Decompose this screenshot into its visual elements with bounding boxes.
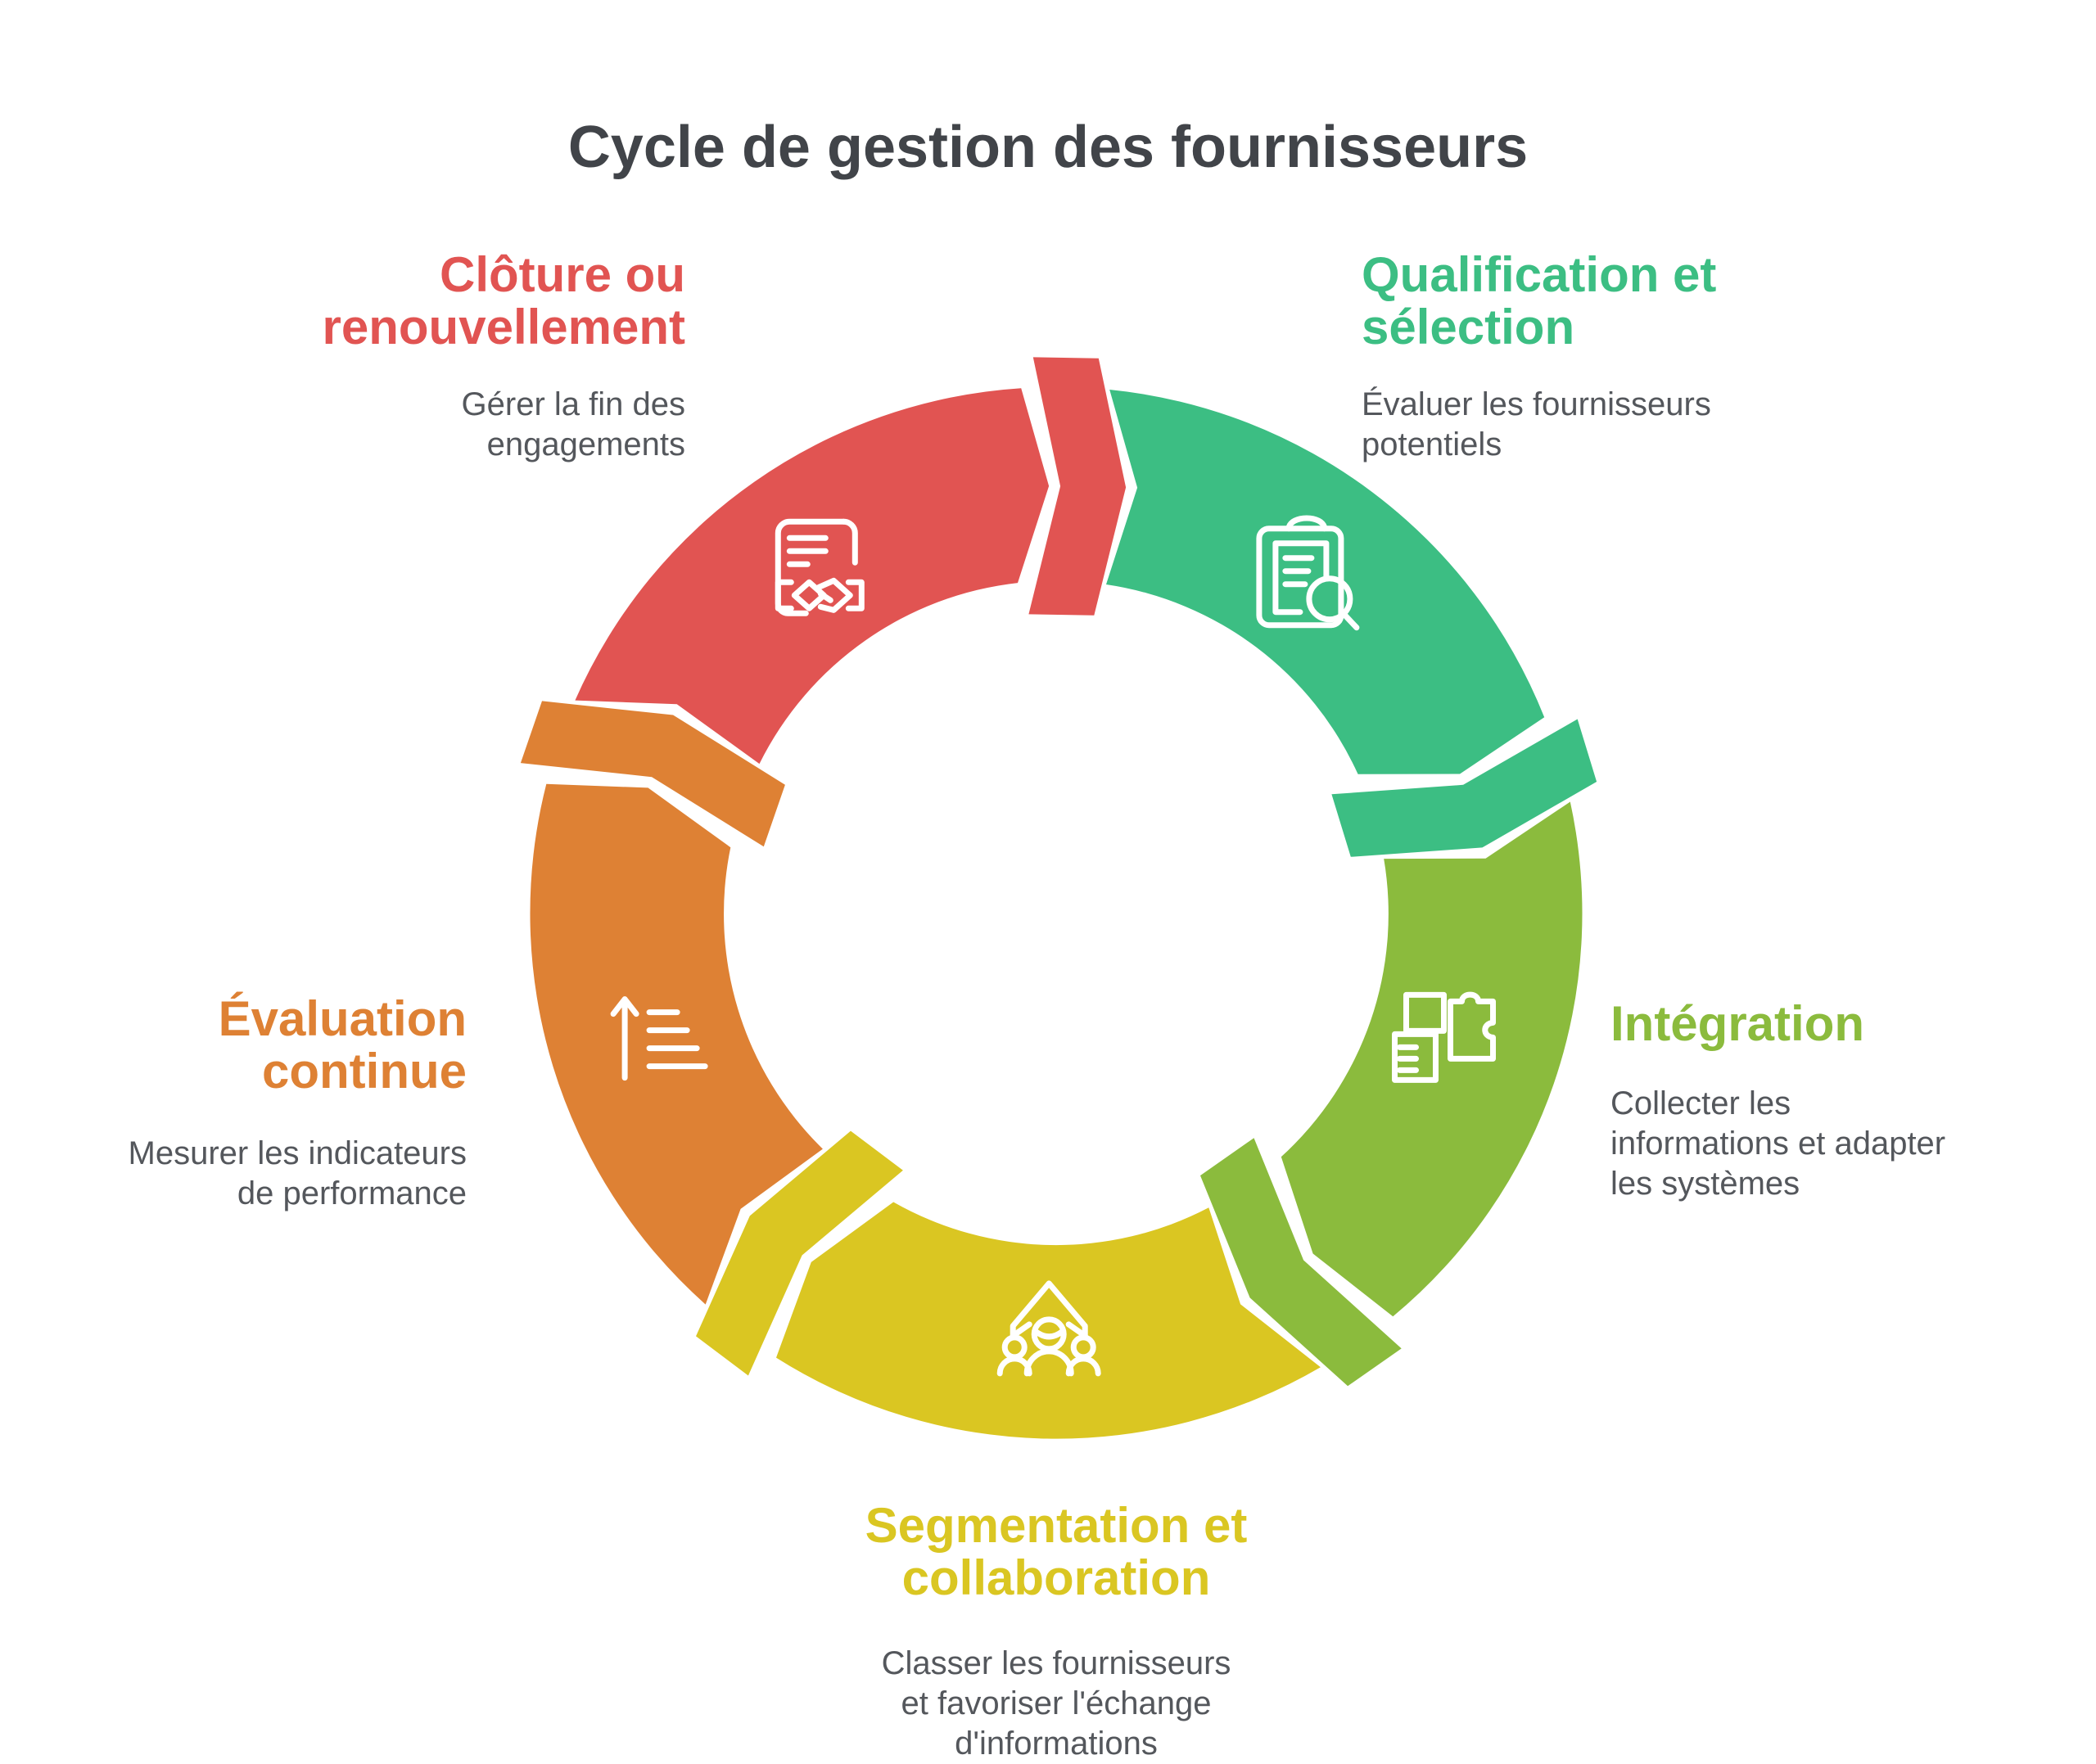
desc-line: et favoriser l'échange [901,1685,1212,1721]
segment-chevron-evaluation [520,701,785,847]
segment-arc-evaluation [530,783,823,1305]
segment-chevron-segmentation [696,1130,903,1376]
label-line: Clôture ou [440,247,685,302]
segment-desc-evaluation: Mesurer les indicateurs de performance [129,1134,468,1214]
label-line: Évaluation [218,991,467,1046]
segment-desc-qualification: Évaluer les fournisseurs potentiels [1362,385,1711,465]
performance-chart-icon [610,996,708,1081]
desc-line: d'informations [955,1726,1158,1762]
segment-arc-qualification [1106,390,1545,774]
page-title: Cycle de gestion des fournisseurs [567,115,1529,180]
puzzle-icon [1392,991,1496,1083]
desc-line: potentiels [1362,426,1502,462]
label-line: collaboration [901,1550,1211,1605]
desc-line: Mesurer les indicateurs [128,1135,468,1171]
segment-label-integration: Intégration [1610,998,1864,1050]
label-line: sélection [1362,300,1575,354]
segment-arc-cloture [575,388,1050,765]
desc-line: Collecter les [1610,1085,1791,1121]
segment-desc-integration: Collecter les informations et adapter les … [1610,1084,1945,1204]
desc-line: de performance [237,1175,467,1211]
label-line: Qualification et [1362,247,1717,302]
desc-line: les systèmes [1610,1166,1800,1202]
label-line: Segmentation et [865,1498,1248,1553]
desc-line: informations et adapter [1610,1126,1946,1162]
segment-chevron-cloture [1028,357,1127,616]
desc-line: engagements [486,426,685,462]
segment-chevron-integration [1200,1138,1402,1387]
contract-handshake-icon [775,518,865,616]
desc-line: Évaluer les fournisseurs [1362,386,1711,422]
desc-line: Classer les fournisseurs [881,1645,1231,1681]
team-growth-icon [996,1280,1101,1377]
segment-arc-integration [1281,801,1583,1317]
label-line: Intégration [1610,996,1864,1051]
segment-chevron-qualification [1331,719,1597,857]
clipboard-search-icon [1256,515,1360,631]
desc-line: Gérer la fin des [461,386,685,422]
label-line: continue [262,1044,467,1099]
segment-desc-segmentation: Classer les fournisseurs et favoriser l'é… [729,1644,1384,1764]
label-line: renouvellement [322,300,685,354]
segment-desc-cloture: Gérer la fin des engagements [462,385,685,465]
